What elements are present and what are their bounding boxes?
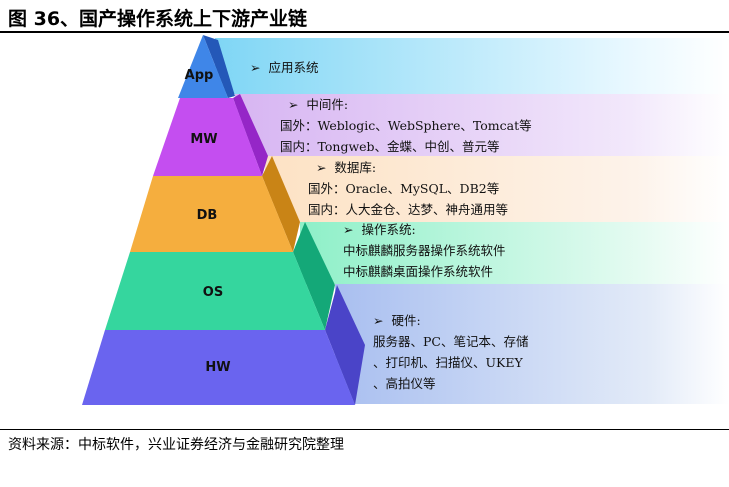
os-text: ➢ 操作系统: 中标麒麟服务器操作系统软件中标麒麟桌面操作系统软件 [343,222,506,279]
db-text: ➢ 数据库: 国外：Oracle、MySQL、DB2等国内：人大金仓、达梦、神舟… [308,160,509,217]
band-os [300,222,729,284]
figure-title: 图 36、国产操作系统上下游产业链 [8,8,308,30]
source-note: 资料来源：中标软件，兴业证券经济与金融研究院整理 [8,437,344,453]
layer-hw-side [325,285,365,405]
layer-hw [82,330,355,405]
app-text: ➢ 应用系统 [250,60,319,75]
layer-app [178,35,228,98]
label-app: App [185,68,214,83]
layer-mw-side [233,94,268,176]
band-db [265,156,729,222]
layer-db-side [262,156,300,252]
bottom-divider [0,429,729,430]
layer-os [105,252,325,330]
layer-db [130,176,293,252]
layer-os-side [293,222,335,330]
band-app [215,38,729,94]
mw-text: ➢ 中间件: 国外：Weblogic、WebSphere、Tomcat等国内：T… [280,97,532,154]
band-hw [335,284,729,404]
top-divider [0,31,729,33]
layer-mw [153,98,262,176]
label-os: OS [203,285,223,300]
band-mw [235,94,729,156]
hw-text: ➢ 硬件: 服务器、PC、笔记本、存储、打印机、扫描仪、UKEY、高拍仪等 [373,313,529,391]
label-mw: MW [190,132,217,147]
layer-app-side [203,35,235,98]
label-hw: HW [205,360,230,375]
label-db: DB [197,208,218,223]
